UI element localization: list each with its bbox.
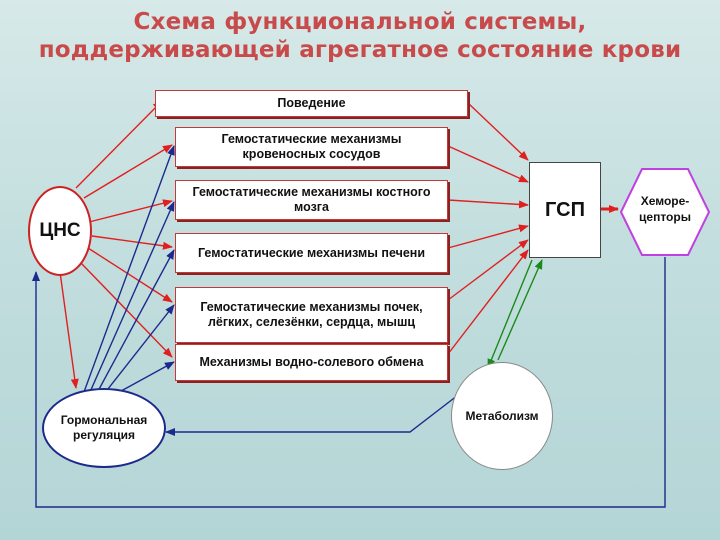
arrow-hormonal-vessels [83, 145, 175, 393]
arrow-cns-vessels [83, 144, 173, 199]
marrow-label: Гемостатические механизмы костного мозга [192, 185, 431, 214]
arrow-behavior-gsp [467, 102, 529, 161]
cns-node: ЦНС [28, 186, 92, 276]
arrow-liver-gsp [447, 224, 529, 249]
behavior-box: Поведение [155, 90, 468, 117]
arrow-gsp-metabolism [487, 259, 533, 369]
arrow-hormonal-organs [103, 304, 175, 395]
water-salt-label: Механизмы водно-солевого обмена [199, 355, 424, 369]
organs-box: Гемостатические механизмы почек, лёгких,… [175, 287, 448, 343]
hormonal-outputs [83, 145, 175, 397]
gsp-label: ГСП [545, 198, 585, 221]
arrow-organs-gsp [447, 239, 529, 301]
arrow-hormonal-liver [96, 249, 175, 394]
arrow-cns-hormonal [59, 271, 79, 389]
diagram-title: Схема функциональной системы, поддержива… [0, 8, 720, 64]
cns-label: ЦНС [39, 220, 81, 241]
arrow-hormonal-marrow [89, 201, 175, 393]
title-line-2: поддерживающей агрегатное состояние кров… [38, 37, 682, 63]
gsp-node: ГСП [529, 162, 601, 258]
water-salt-box: Механизмы водно-солевого обмена [175, 344, 448, 381]
liver-box: Гемостатические механизмы печени [175, 233, 448, 273]
organs-label: Гемостатические механизмы почек, лёгких,… [200, 300, 423, 329]
liver-label: Гемостатические механизмы печени [197, 245, 426, 260]
arrow-metabolism-gsp [497, 259, 543, 361]
marrow-box: Гемостатические механизмы костного мозга [175, 180, 448, 220]
arrow-watersalt-gsp [447, 249, 529, 355]
arrow-cns-marrow [88, 199, 173, 223]
title-line-1: Схема функциональной системы, [133, 9, 587, 35]
arrow-cns-liver [91, 235, 173, 250]
hormonal-node: Гормональная регуляция [42, 388, 166, 468]
chemoreceptors-label: Хеморе-цепторы [639, 194, 691, 224]
vessels-box: Гемостатические механизмы кровеносных со… [175, 127, 448, 167]
vessels-label: Гемостатические механизмы кровеносных со… [221, 132, 402, 161]
metabolism-label: Метаболизм [465, 409, 539, 423]
line-chemo-cns-feedback [32, 257, 666, 508]
chemoreceptors-node [619, 168, 711, 256]
arrow-cns-behavior [75, 100, 163, 189]
behavior-label: Поведение [277, 96, 346, 110]
arrow-vessels-gsp [447, 145, 529, 183]
cns-outputs [59, 100, 173, 389]
line-metabolism-hormonal [165, 391, 463, 436]
hormonal-label: Гормональная регуляция [60, 413, 148, 442]
metabolism-node: Метаболизм [451, 362, 553, 470]
arrow-marrow-gsp [447, 199, 529, 209]
arrow-cns-organs [87, 247, 173, 303]
gsp-inputs [447, 102, 529, 355]
